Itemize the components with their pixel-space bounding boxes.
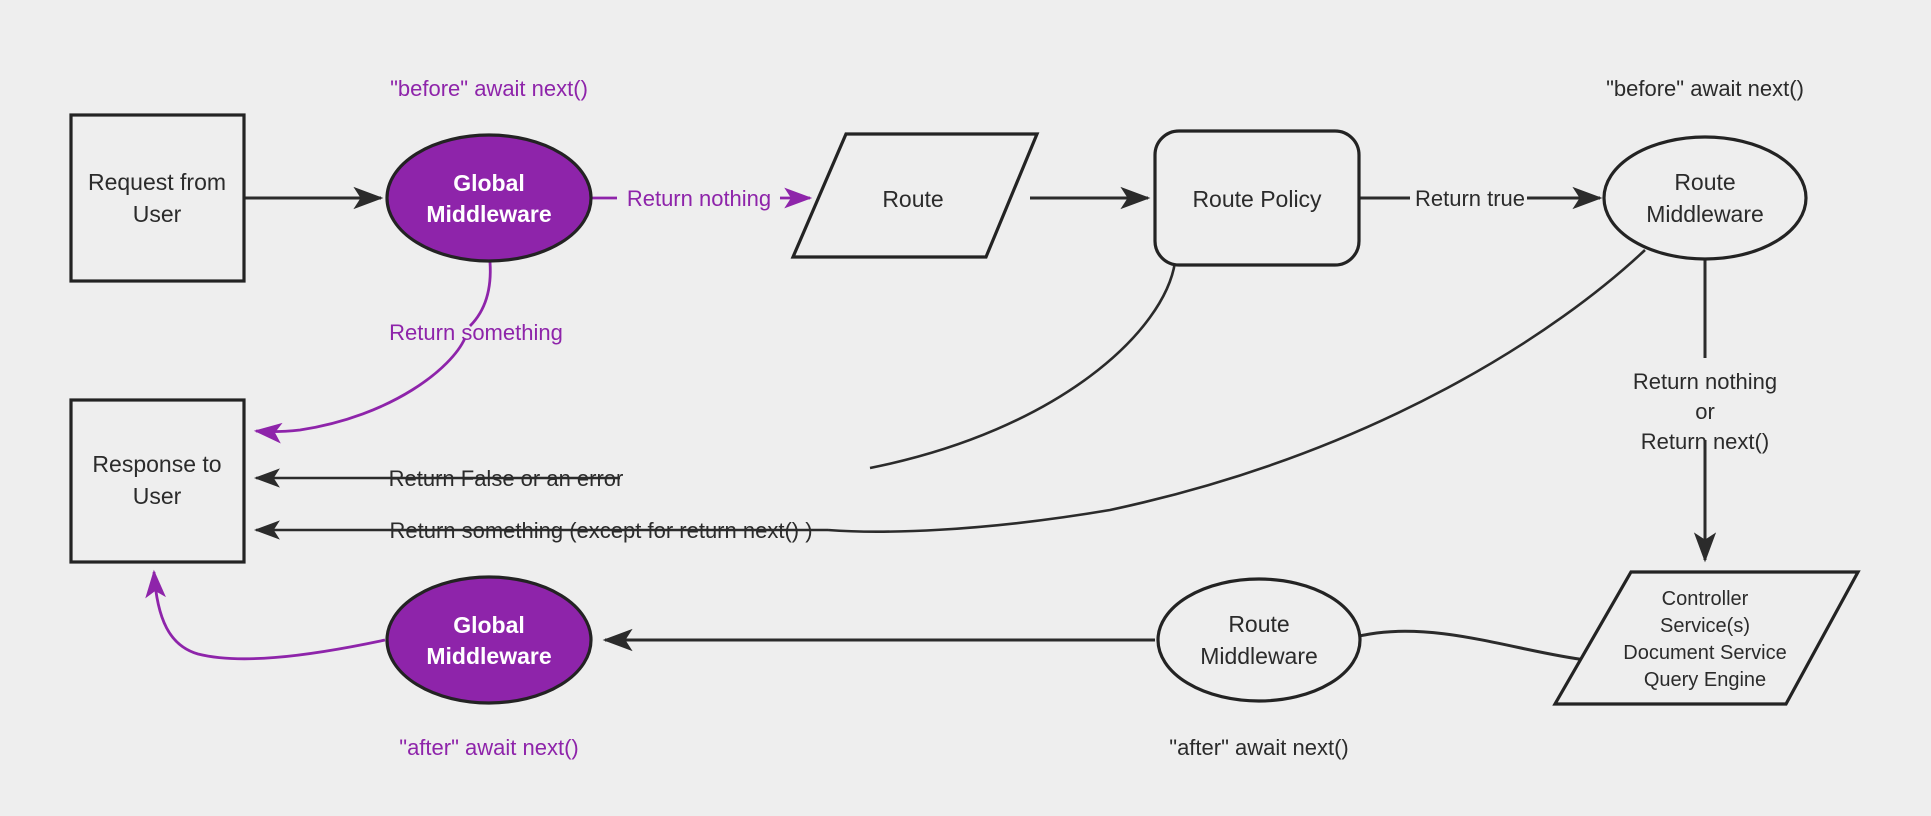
edge-route-policy-return-false xyxy=(253,261,1177,488)
route-middleware-bottom-line1: Route xyxy=(1228,611,1289,637)
node-controller-stack[interactable]: Controller Service(s) Document Service Q… xyxy=(1552,570,1861,706)
node-response-to-user[interactable]: Response to User xyxy=(69,398,246,564)
global-middleware-top-line2: Middleware xyxy=(426,201,551,227)
node-route-policy[interactable]: Route Policy xyxy=(1153,129,1361,267)
route-middleware-top-line2: Middleware xyxy=(1646,201,1764,227)
global-middleware-top-line1: Global xyxy=(453,170,525,196)
request-from-user-line2: User xyxy=(133,201,182,227)
route-label: Route xyxy=(882,186,943,212)
global-middleware-bottom-line2: Middleware xyxy=(426,643,551,669)
request-from-user-line1: Request from xyxy=(88,169,226,195)
edge-label-return-something: Return something xyxy=(389,320,563,345)
route-policy-label: Route Policy xyxy=(1192,186,1322,212)
edge-global-middleware-return-something xyxy=(253,261,492,444)
node-request-from-user[interactable]: Request from User xyxy=(69,113,246,283)
route-middleware-bottom-line2: Middleware xyxy=(1200,643,1318,669)
route-middleware-top-line1: Route xyxy=(1674,169,1735,195)
edge-label-return-false-or-error: Return False or an error xyxy=(389,466,624,491)
edge-label-route-mw-out-line2: or xyxy=(1695,399,1715,424)
edge-route-middleware-return-something-except xyxy=(253,249,1646,540)
controller-stack-line3: Document Service xyxy=(1623,642,1786,664)
node-route-middleware-top[interactable]: Route Middleware xyxy=(1602,135,1808,261)
node-global-middleware-bottom[interactable]: Global Middleware xyxy=(385,575,593,705)
controller-stack-line1: Controller xyxy=(1662,588,1749,610)
annotation-after-await-next-global: "after" await next() xyxy=(399,735,578,760)
annotation-before-await-next-route: "before" await next() xyxy=(1606,76,1804,101)
edge-label-return-true: Return true xyxy=(1415,186,1525,211)
edge-label-return-nothing: Return nothing xyxy=(627,186,771,211)
edge-label-return-something-except: Return something (except for return next… xyxy=(389,518,812,543)
controller-stack-line2: Service(s) xyxy=(1660,615,1750,637)
global-middleware-bottom-line1: Global xyxy=(453,612,525,638)
response-to-user-line2: User xyxy=(133,483,182,509)
annotation-before-await-next-global: "before" await next() xyxy=(390,76,588,101)
edge-global-middleware-bottom-to-response xyxy=(145,569,386,661)
node-route-middleware-bottom[interactable]: Route Middleware xyxy=(1156,577,1362,703)
response-to-user-line1: Response to xyxy=(92,451,221,477)
annotation-after-await-next-route: "after" await next() xyxy=(1169,735,1348,760)
edge-label-route-mw-out-line3: Return next() xyxy=(1641,429,1769,454)
node-global-middleware-top[interactable]: Global Middleware xyxy=(385,133,593,263)
controller-stack-line4: Query Engine xyxy=(1644,669,1766,691)
node-route[interactable]: Route xyxy=(790,132,1040,259)
edge-label-route-mw-out-line1: Return nothing xyxy=(1633,369,1777,394)
